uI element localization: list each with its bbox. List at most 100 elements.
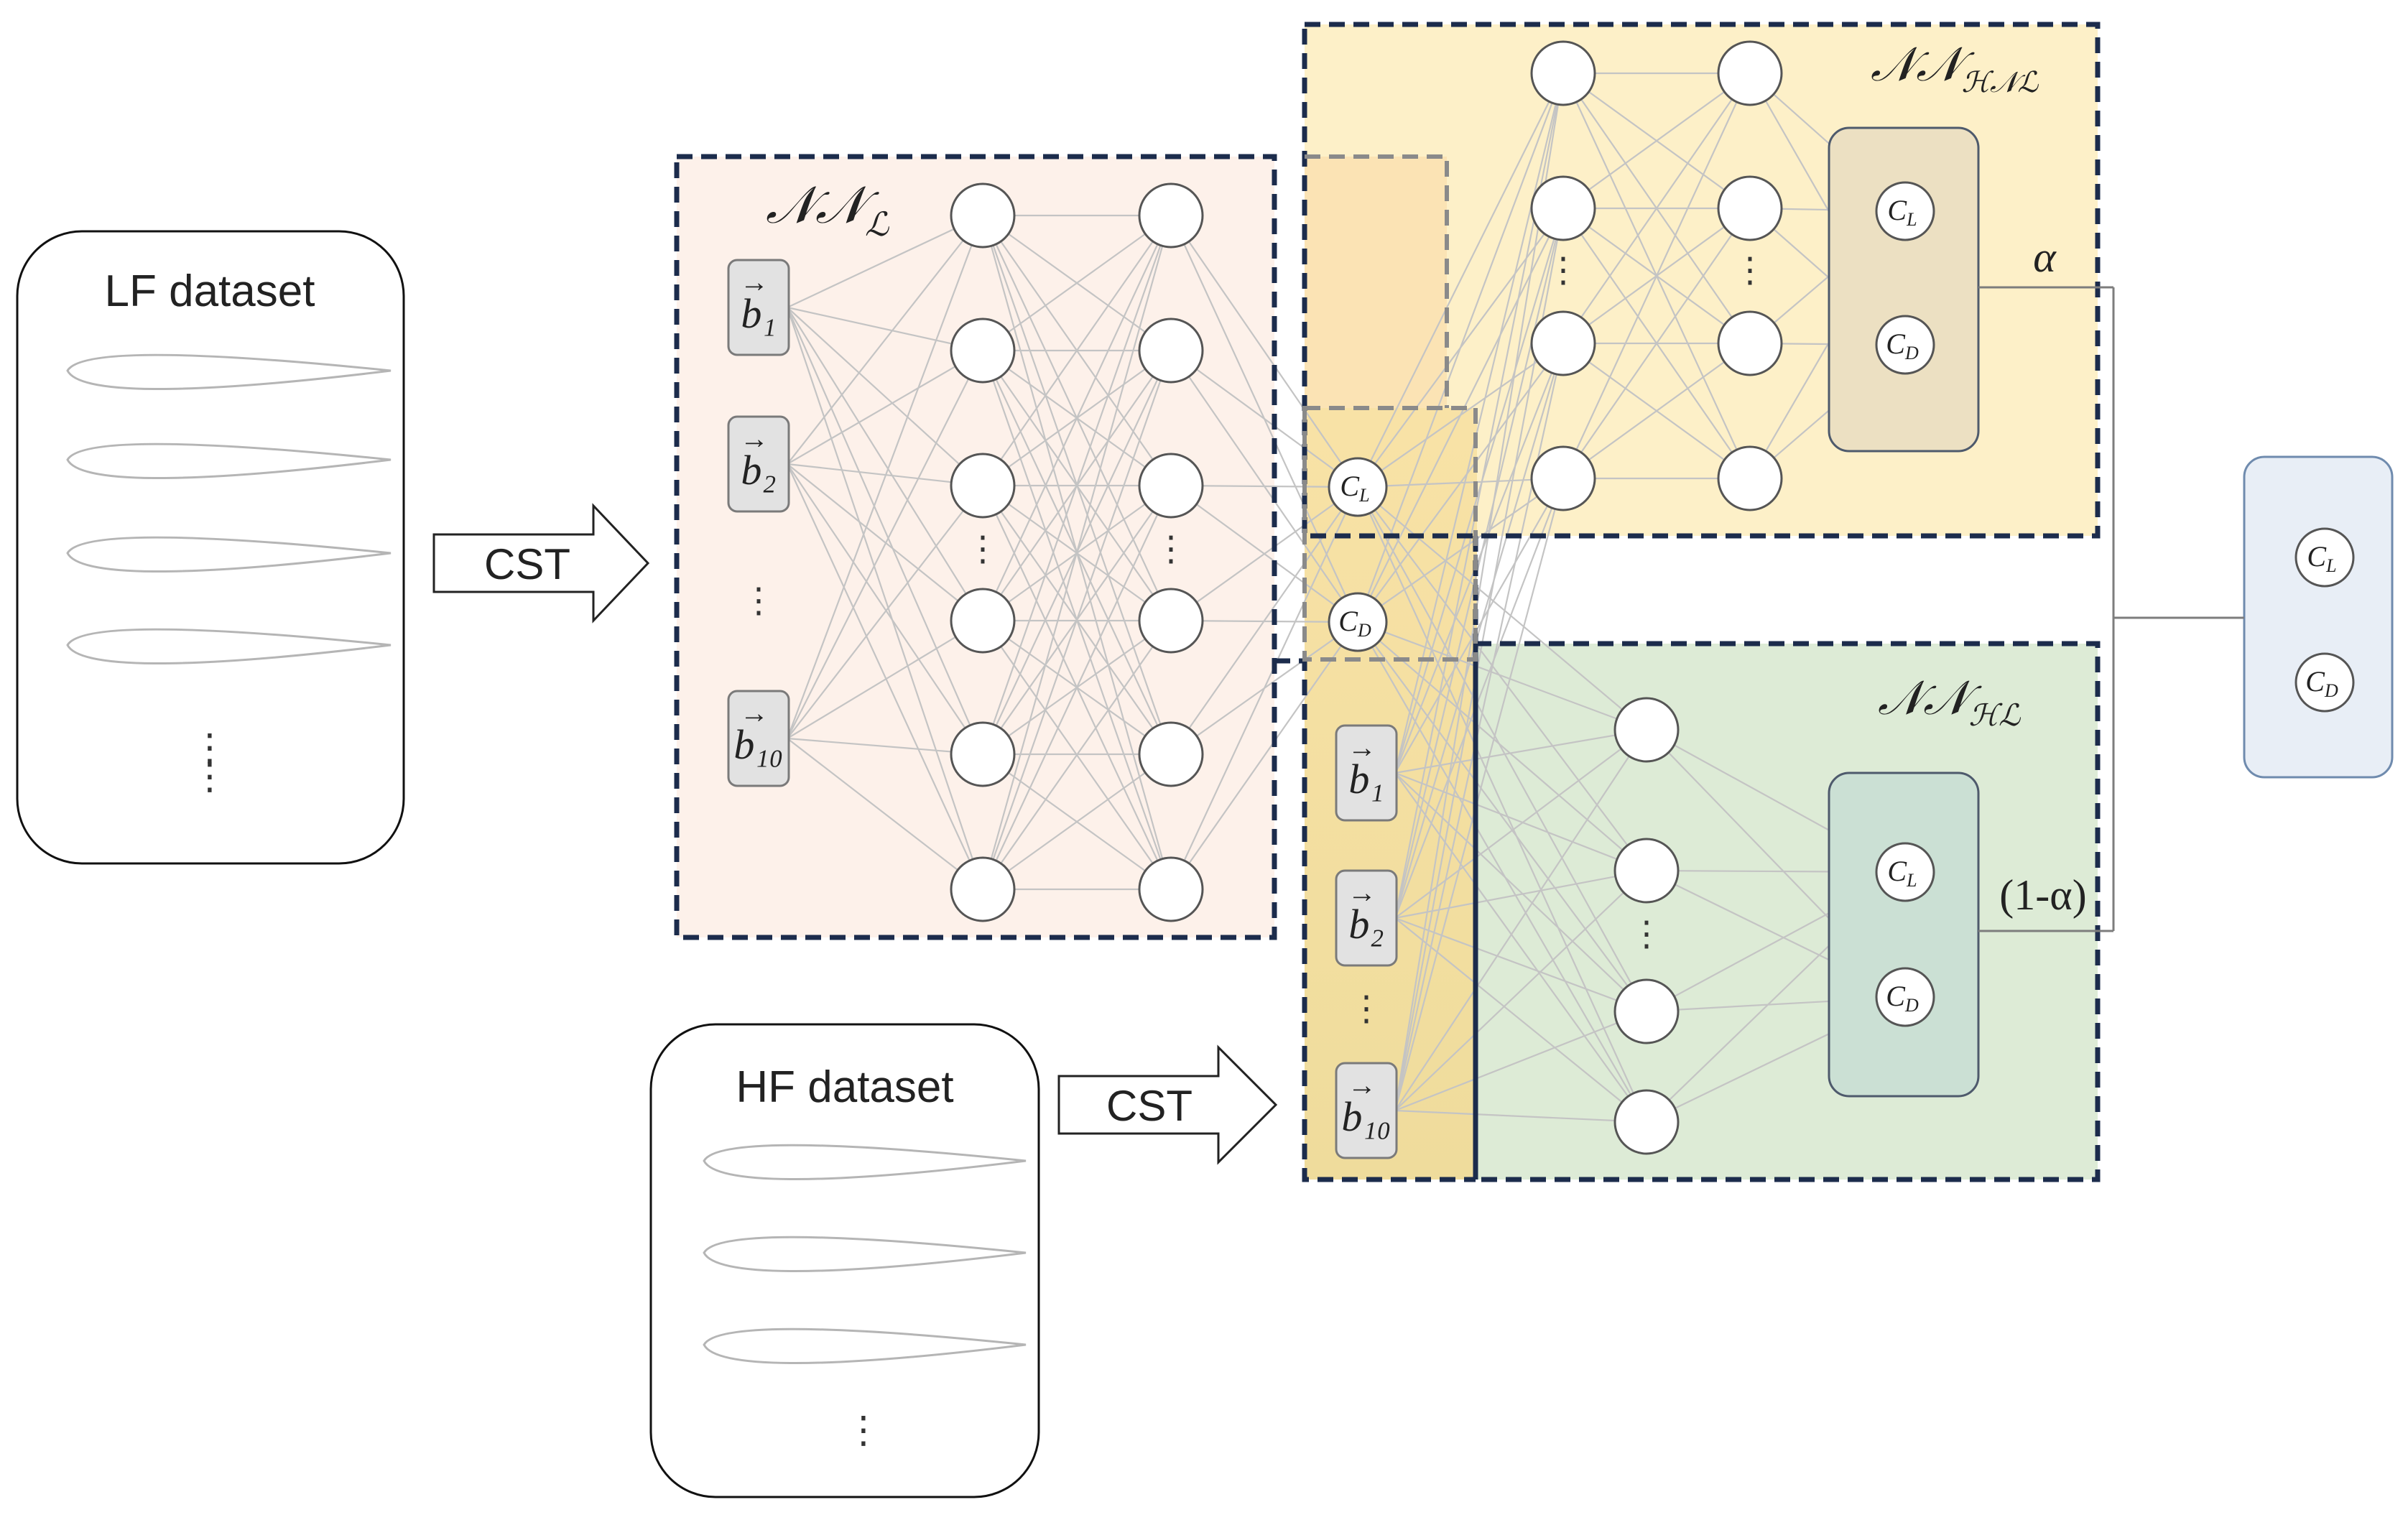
hl-input-connection — [1394, 728, 1647, 774]
hf-cst-arrow: CST — [1057, 1044, 1278, 1165]
lf-hidden-connection — [982, 215, 1172, 351]
lf-input-b-2: →b₂ — [727, 415, 790, 513]
hl-input-connection — [1394, 917, 1647, 1013]
hnl-output-cd-node: CD — [1875, 315, 1935, 375]
hl-output-group — [1828, 771, 1980, 1098]
hnl-network-border — [1302, 22, 2101, 539]
low-fidelity-network-border — [674, 154, 1277, 940]
hl-output-cl-node-label: CL — [1887, 855, 1917, 891]
lf-ellipsis-bottom: ⋮ — [191, 756, 228, 797]
low-network-title: 𝒩𝒩ℒ — [766, 177, 889, 243]
lf-hidden1-node — [950, 182, 1016, 249]
hnl-hidden1-ellipsis: ⋮ — [1546, 251, 1580, 289]
lf-hidden-connection — [982, 215, 1172, 486]
lf-output-connection — [1170, 350, 1358, 488]
hnl-hidden1-node — [1530, 175, 1596, 241]
vector-arrow-icon: → — [1348, 876, 1376, 909]
hnl-output-cl-node: CL — [1875, 181, 1935, 241]
hf-input-b-3: →b₁₀ — [1335, 1062, 1398, 1159]
low-network-title-main: 𝒩𝒩 — [766, 177, 880, 234]
hf-input-b-1-label: b₁ — [1348, 756, 1384, 802]
lf-input-connection — [787, 307, 983, 621]
hl-input-connection — [1394, 869, 1647, 919]
hl-input-connection — [1394, 772, 1647, 1012]
hnl-hf-input-connection — [1394, 208, 1565, 774]
lf-dataset-panel: LF dataset ⋮ ⋮ — [16, 230, 405, 865]
lf-input-b-2-label: b₂ — [741, 447, 776, 493]
hnl-hf-input-connection — [1394, 478, 1564, 774]
hnl-network-title: 𝒩𝒩ℋ𝒩ℒ — [1871, 39, 2039, 98]
hnl-hf-input-connection — [1394, 73, 1565, 774]
airfoil-icon — [703, 1327, 1027, 1364]
hl-network-title-sub: ℋℒ — [1968, 700, 2021, 733]
hnl-network-title-main: 𝒩𝒩 — [1871, 39, 1975, 91]
lf-input-connection — [786, 215, 984, 739]
hl-input-connection — [1394, 729, 1647, 1111]
svg-text:𝒩𝒩ℒ: 𝒩𝒩ℒ — [766, 177, 889, 243]
lf-hidden1-node — [950, 588, 1016, 654]
hl-input-connection — [1394, 870, 1647, 1111]
hf-ellipsis: ⋮ — [845, 1409, 882, 1451]
hl-input-connection — [1394, 771, 1647, 872]
hnl-output-group — [1828, 126, 1980, 453]
lf-input-connection — [787, 215, 983, 308]
lf-hidden1-node — [950, 721, 1016, 787]
final-output-group — [2243, 455, 2394, 779]
hnl-network-title-sub: ℋ𝒩ℒ — [1961, 66, 2039, 98]
hnl-hidden1-node — [1530, 445, 1596, 511]
hl-network-region — [1476, 644, 2098, 1180]
hl-input-connection — [1394, 1010, 1647, 1112]
lf-hidden2-node — [1138, 588, 1204, 654]
hnl-hidden1-node — [1530, 310, 1596, 376]
final-output-cl-node: CL — [2294, 527, 2355, 588]
lf-input-connection — [787, 350, 983, 739]
overlap-highlight — [1305, 157, 1447, 408]
low-hidden2-ellipsis: ⋮ — [1154, 530, 1188, 568]
hf-input-b-2: →b₂ — [1335, 869, 1398, 967]
low-input-ellipsis: ⋮ — [741, 582, 776, 620]
hf-airfoil-shapes — [703, 1144, 1027, 1364]
hl-network-title: 𝒩𝒩ℋℒ — [1878, 672, 2021, 733]
low-hidden1-ellipsis: ⋮ — [965, 530, 1000, 568]
lf-cst-arrow: CST — [432, 503, 650, 624]
lf-input-connection — [787, 463, 983, 755]
lf-input-connection — [787, 307, 983, 486]
low-network-title-sub: ℒ — [865, 206, 889, 243]
airfoil-icon — [66, 628, 392, 664]
coupling-region-border — [1302, 406, 1478, 662]
hnl-hidden-connection — [1562, 73, 1751, 209]
hnl-hidden-connection — [1562, 208, 1751, 479]
hnl-input-connection — [1356, 73, 1565, 623]
vector-arrow-icon: → — [740, 422, 769, 455]
lf-output-cl-node-label: CL — [1340, 470, 1369, 506]
hl-hidden-node — [1613, 978, 1680, 1044]
hl-input-connection — [1394, 1109, 1647, 1123]
input-boxes: →b₁→b₂→b₁₀→b₁→b₂→b₁₀ — [727, 259, 1398, 1159]
lf-output-connection — [1170, 621, 1358, 890]
hl-input-connection — [1394, 772, 1647, 1123]
lf-input-connection — [787, 350, 983, 465]
lf-input-connection — [787, 215, 983, 465]
hl-hidden-node — [1613, 838, 1680, 904]
lf-ellipsis: ⋮ — [191, 727, 228, 769]
hnl-hf-input-connection — [1394, 343, 1565, 774]
alpha-weight-label: α — [2033, 233, 2057, 281]
lf-hidden-connection — [982, 485, 1172, 890]
hnl-output-cd-node-label: CD — [1886, 328, 1919, 363]
lf-hidden1-node — [950, 453, 1016, 519]
hl-coupled-connection — [1357, 621, 1647, 1012]
hf-dataset-title: HF dataset — [736, 1062, 953, 1112]
airfoil-icon — [703, 1236, 1027, 1272]
hf-dataset-panel: HF dataset ⋮ — [649, 1023, 1040, 1498]
vector-arrow-icon: → — [1348, 731, 1376, 764]
hnl-hf-input-connection — [1394, 73, 1565, 1111]
hnl-hidden2-node — [1717, 40, 1783, 106]
lf-cst-label: CST — [484, 540, 570, 588]
hnl-hidden2-ellipsis: ⋮ — [1733, 251, 1767, 289]
hl-network-title-main: 𝒩𝒩 — [1878, 672, 1982, 725]
lf-output-cl-node: CL — [1328, 457, 1388, 517]
lf-airfoil-shapes — [66, 353, 392, 664]
